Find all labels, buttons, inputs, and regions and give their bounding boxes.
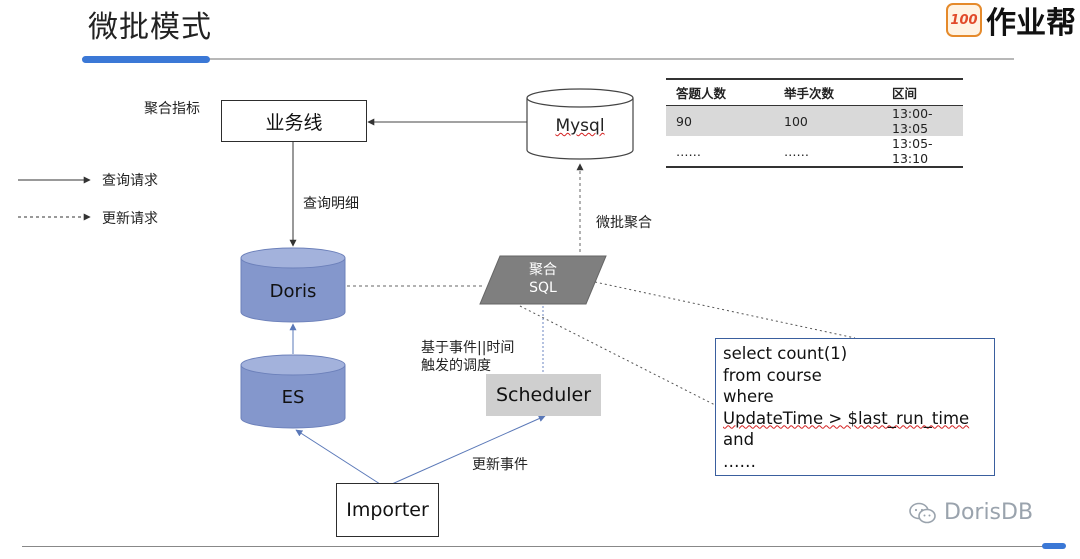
sql-line: select count(1) bbox=[723, 344, 848, 363]
es-label: ES bbox=[281, 387, 305, 408]
sql-line: where bbox=[723, 387, 774, 406]
sql-line: from course bbox=[723, 365, 822, 385]
table-cell: 13:00-13:05 bbox=[882, 105, 963, 136]
mysql-text: Mysql bbox=[555, 116, 605, 136]
table-cell: …… bbox=[774, 136, 882, 168]
table-header-cell: 举手次数 bbox=[774, 78, 882, 106]
brand: 100 作业帮 bbox=[946, 0, 1076, 41]
query-detail-label: 查询明细 bbox=[303, 196, 359, 212]
update-event-label: 更新事件 bbox=[472, 457, 528, 473]
business-line-caption: 聚合指标 bbox=[144, 101, 200, 117]
page-title: 微批模式 bbox=[88, 10, 212, 45]
scheduler-node: Scheduler bbox=[486, 374, 601, 416]
legend-query-label: 查询请求 bbox=[102, 173, 158, 189]
table-header-cell: 答题人数 bbox=[666, 78, 774, 106]
schedule-trigger-line1: 基于事件||时间 bbox=[421, 340, 515, 356]
header-accent-bar bbox=[82, 56, 210, 63]
table-header-row: 答题人数 举手次数 区间 bbox=[666, 78, 963, 106]
table-cell: 13:05-13:10 bbox=[882, 136, 963, 168]
metrics-table: 答题人数 举手次数 区间 90 100 13:00-13:05 …… …… 13… bbox=[666, 78, 963, 168]
doris-label: Doris bbox=[269, 281, 317, 302]
table-header-cell: 区间 bbox=[882, 78, 963, 106]
es-cylinder-icon bbox=[240, 354, 346, 429]
business-line-node: 业务线 bbox=[221, 100, 367, 142]
schedule-trigger-line2: 触发的调度 bbox=[421, 358, 491, 374]
agg-sql-line1: 聚合 bbox=[529, 262, 557, 278]
watermark: DorisDB bbox=[908, 500, 1033, 525]
edge-sql-to-sqlbox-top bbox=[594, 281, 856, 339]
edge-sql-to-sqlbox-left bbox=[519, 305, 716, 406]
edge-importer-to-es bbox=[295, 429, 381, 485]
edge-importer-to-scheduler bbox=[391, 415, 546, 485]
micro-batch-agg-label: 微批聚合 bbox=[596, 215, 652, 231]
agg-sql-line2: SQL bbox=[529, 280, 557, 296]
sql-line: …… bbox=[723, 451, 756, 471]
table-cell: …… bbox=[666, 136, 774, 168]
footer-divider bbox=[22, 546, 1058, 547]
mysql-cylinder-icon bbox=[526, 88, 634, 160]
brand-logo-icon: 100 bbox=[946, 3, 982, 37]
doris-cylinder-icon bbox=[240, 247, 346, 323]
header-divider bbox=[82, 58, 1014, 60]
table-cell: 90 bbox=[666, 105, 774, 136]
agg-sql-label: 聚合 SQL bbox=[495, 261, 591, 297]
sql-code-box: select count(1) from course where Update… bbox=[715, 338, 995, 476]
sql-line: and bbox=[723, 430, 755, 449]
importer-node: Importer bbox=[336, 483, 439, 537]
watermark-text: DorisDB bbox=[944, 500, 1034, 525]
table-cell: 100 bbox=[774, 105, 882, 136]
table-row: …… …… 13:05-13:10 bbox=[666, 136, 963, 168]
table-row: 90 100 13:00-13:05 bbox=[666, 105, 963, 136]
agg-sql-shape bbox=[479, 255, 607, 305]
brand-name: 作业帮 bbox=[986, 6, 1076, 41]
wechat-icon bbox=[909, 502, 936, 523]
legend-update-label: 更新请求 bbox=[102, 211, 158, 227]
schedule-trigger-label: 基于事件||时间 触发的调度 bbox=[421, 339, 514, 375]
footer-accent-bar bbox=[1042, 543, 1066, 549]
mysql-label: Mysql bbox=[527, 116, 633, 136]
sql-line: UpdateTime > $last_run_time bbox=[723, 408, 970, 428]
